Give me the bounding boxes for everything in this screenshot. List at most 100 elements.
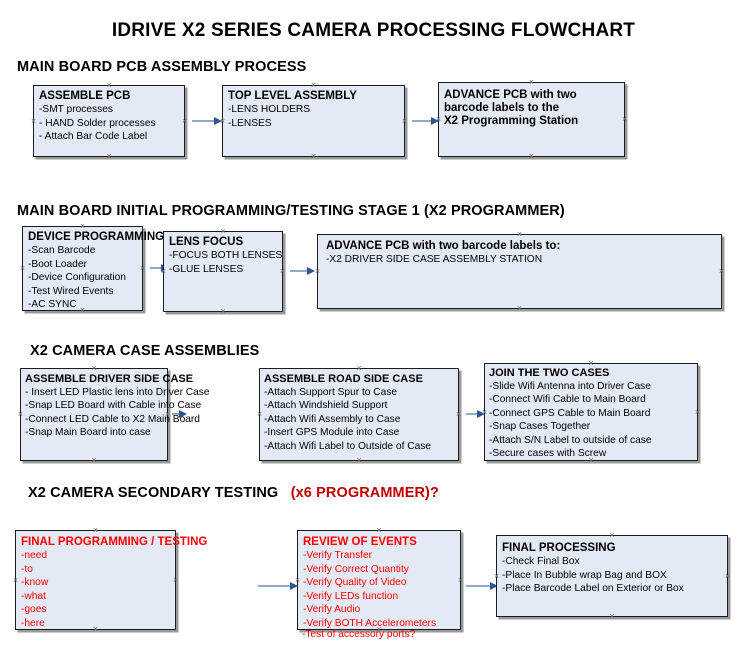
box-line: -Test Wired Events (28, 285, 114, 297)
connector-handle-left[interactable] (30, 118, 37, 125)
process-box-advance-pcb-driver-case[interactable]: ADVANCE PCB with two barcode labels to: … (317, 234, 722, 309)
connector-handle-top[interactable] (609, 532, 616, 539)
box-line: -SMT processes (39, 104, 113, 116)
connector-handle-right[interactable] (457, 577, 464, 584)
box-title: ADVANCE PCB with two (444, 89, 577, 101)
process-box-final-programming-testing[interactable]: FINAL PROGRAMMING / TESTING -need -to -k… (12, 527, 208, 630)
box-title: FINAL PROGRAMMING / TESTING (21, 536, 208, 548)
connector-handle-right[interactable] (172, 577, 179, 584)
box-title: REVIEW OF EVENTS (303, 536, 417, 548)
box-line: -LENS HOLDERS (228, 104, 311, 116)
box-line: -Snap Main Board into case (25, 427, 151, 439)
box-line: -Attach Wifi Label to Outside of Case (264, 440, 432, 452)
box-title: JOIN THE TWO CASES (489, 367, 610, 379)
review-of-events-overflow-line: -Test of accessory ports? (302, 629, 416, 640)
box-line: -Device Configuration (28, 272, 126, 284)
connector-handle-right[interactable] (718, 268, 725, 275)
box-line: -Scan Barcode (28, 245, 96, 257)
connector-handle-right[interactable] (621, 116, 628, 123)
section-heading-3-text: X2 CAMERA CASE ASSEMBLIES (30, 343, 260, 359)
connector-handle-top[interactable] (92, 527, 99, 534)
process-box-assemble-driver-side-case[interactable]: ASSEMBLE DRIVER SIDE CASE - Insert LED P… (17, 365, 210, 464)
arrow-review-to-finalprocessing (466, 581, 498, 590)
arrow-finalprog-to-review (258, 581, 298, 590)
connector-handle-bottom[interactable] (516, 305, 523, 312)
box-line: -Attach Windshield Support (264, 400, 388, 412)
box-line: X2 Programming Station (444, 115, 579, 128)
box-line: -know (21, 577, 49, 589)
box-title: TOP LEVEL ASSEMBLY (228, 90, 357, 102)
connector-handle-top[interactable] (356, 365, 363, 372)
box-line: -Attach S/N Label to outside of case (489, 434, 652, 446)
section-heading-3: X2 CAMERA CASE ASSEMBLIES (30, 343, 259, 359)
process-box-lens-focus[interactable]: LENS FOCUS -FOCUS BOTH LENSES -GLUE LENS… (163, 231, 283, 312)
box-title: DEVICE PROGRAMMING (28, 231, 165, 243)
connector-handle-left[interactable] (493, 573, 500, 580)
box-line: -FOCUS BOTH LENSES (169, 250, 283, 262)
connector-handle-top[interactable] (91, 365, 98, 372)
connector-handle-left[interactable] (19, 265, 26, 272)
connector-handle-bottom[interactable] (356, 457, 363, 464)
box-line: -Verify Transfer (303, 550, 373, 562)
section-heading-4-accent: (x6 PROGRAMMER)? (290, 485, 439, 501)
box-line: -Snap LED Board with Cable into Case (25, 400, 202, 412)
connector-handle-right[interactable] (279, 268, 286, 275)
arrow-roadside-to-join (466, 409, 485, 418)
connector-handle-left[interactable] (12, 577, 19, 584)
connector-handle-top[interactable] (376, 527, 383, 534)
connector-handle-bottom[interactable] (310, 153, 317, 160)
connector-handle-top[interactable] (588, 360, 595, 367)
box-line: - Insert LED Plastic lens into Driver Ca… (25, 386, 210, 398)
box-line: -Insert GPS Module into Case (264, 427, 400, 439)
connector-handle-right[interactable] (694, 409, 701, 416)
box-line: -Verify Audio (303, 604, 361, 616)
process-box-review-of-events[interactable]: REVIEW OF EVENTS -Verify Transfer -Verif… (297, 530, 461, 630)
process-box-final-processing[interactable]: FINAL PROCESSING -Check Final Box -Place… (496, 535, 728, 617)
connector-handle-bottom[interactable] (609, 613, 616, 620)
process-box-advance-pcb-station[interactable]: ADVANCE PCB with two barcode labels to t… (438, 82, 625, 157)
connector-handle-top[interactable] (310, 82, 317, 89)
box-line: -what (21, 590, 46, 602)
connector-handle-bottom[interactable] (106, 153, 113, 160)
process-box-join-the-two-cases[interactable]: JOIN THE TWO CASES -Slide Wifi Antenna i… (484, 363, 698, 461)
box-line: -Snap Cases Together (489, 421, 591, 433)
connector-handle-left[interactable] (17, 411, 24, 418)
connector-handle-top[interactable] (79, 223, 86, 230)
process-box-top-level-assembly[interactable]: TOP LEVEL ASSEMBLY -LENS HOLDERS -LENSES (222, 85, 405, 157)
box-line: barcode labels to the (444, 102, 560, 115)
connector-handle-bottom[interactable] (528, 153, 535, 160)
connector-handle-right[interactable] (139, 265, 146, 272)
process-box-device-programming[interactable]: DEVICE PROGRAMMING -Scan Barcode -Boot L… (19, 223, 165, 311)
box-line: -here (21, 618, 45, 630)
box-title: ADVANCE PCB with two barcode labels to: (326, 240, 561, 252)
process-box-assemble-road-side-case[interactable]: ASSEMBLE ROAD SIDE CASE -Attach Support … (259, 368, 459, 461)
connector-handle-right[interactable] (455, 411, 462, 418)
connector-handle-bottom[interactable] (220, 308, 227, 315)
box-line: -Place Barcode Label on Exterior or Box (502, 583, 684, 595)
connector-handle-right[interactable] (401, 118, 408, 125)
connector-handle-top[interactable] (516, 231, 523, 238)
connector-handle-top[interactable] (220, 228, 227, 235)
box-line: - HAND Solder processes (39, 117, 156, 129)
connector-handle-left[interactable] (256, 411, 263, 418)
connector-handle-right[interactable] (181, 118, 188, 125)
box-line: -X2 DRIVER SIDE CASE ASSEMBLY STATION (326, 254, 543, 266)
connector-handle-top[interactable] (106, 82, 113, 89)
box-line: -Attach Wifi Assembly to Case (264, 413, 401, 425)
box-line: -GLUE LENSES (169, 263, 244, 275)
box-line: -need (21, 550, 48, 562)
box-line: -Connect GPS Cable to Main Board (489, 407, 651, 419)
box-line: -AC SYNC (28, 299, 77, 311)
section-heading-4-text: X2 CAMERA SECONDARY TESTING (28, 485, 279, 501)
arrow-toplevel-to-advance (412, 116, 439, 125)
connector-handle-left[interactable] (314, 268, 321, 275)
box-title: ASSEMBLE DRIVER SIDE CASE (25, 373, 194, 385)
box-line: -goes (21, 604, 47, 616)
arrow-driver-to-roadside (172, 409, 187, 418)
connector-handle-bottom[interactable] (91, 457, 98, 464)
connector-handle-right[interactable] (724, 573, 731, 580)
connector-handle-top[interactable] (528, 79, 535, 86)
process-box-assemble-pcb[interactable]: ASSEMBLE PCB -SMT processes - HAND Solde… (33, 85, 185, 157)
section-heading-1: MAIN BOARD PCB ASSEMBLY PROCESS (17, 59, 306, 75)
